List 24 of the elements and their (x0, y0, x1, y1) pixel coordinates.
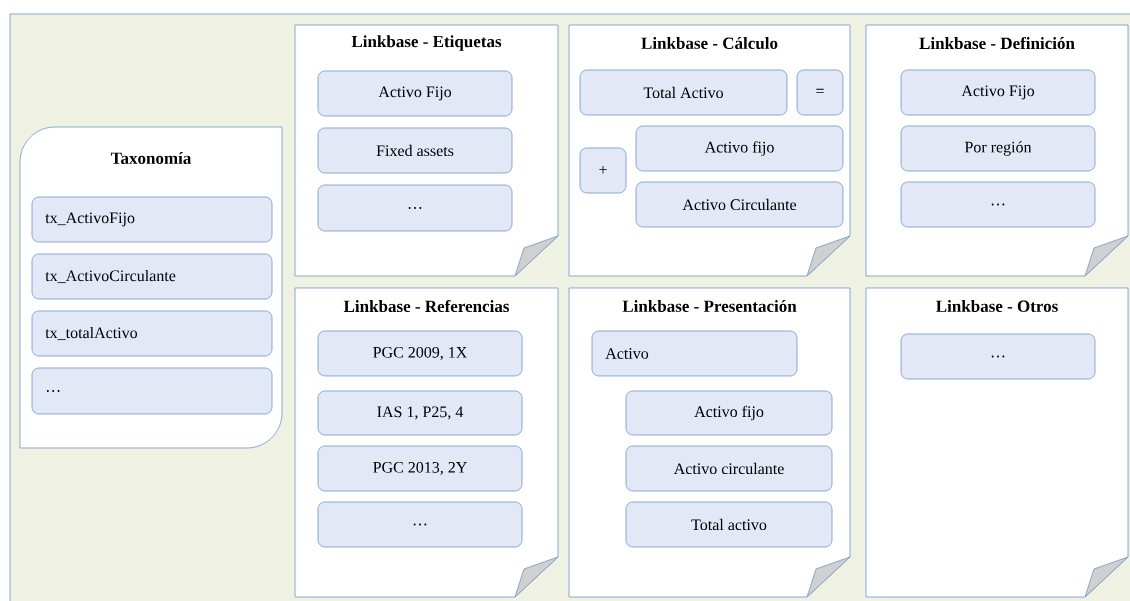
item-box: … (900, 181, 1096, 228)
item-box: Total activo (625, 501, 833, 548)
item-box: Activo circulante (625, 445, 833, 492)
item-box: Activo fijo (625, 390, 833, 436)
item-box: tx_ActivoFijo (31, 196, 273, 243)
item-box: = (796, 69, 844, 116)
item-box: Por región (900, 125, 1096, 172)
item-box: IAS 1, P25, 4 (317, 390, 523, 436)
item-box: Total Activo (579, 69, 788, 116)
item-box: + (579, 147, 627, 194)
item-box: Fixed assets (317, 127, 513, 174)
item-box: tx_totalActivo (31, 310, 273, 357)
item-box: Activo Fijo (317, 70, 513, 117)
item-box: PGC 2009, 1X (317, 330, 523, 377)
item-box: Activo Circulante (635, 181, 844, 228)
item-box: … (317, 501, 523, 548)
item-box: PGC 2013, 2Y (317, 445, 523, 492)
item-box: … (317, 184, 513, 232)
item-box: … (900, 333, 1096, 380)
item-box: tx_ActivoCirculante (31, 253, 273, 300)
item-box: … (31, 367, 273, 415)
item-box: Activo fijo (635, 125, 844, 172)
item-box: Activo Fijo (900, 69, 1096, 116)
item-box: Activo (591, 330, 798, 377)
